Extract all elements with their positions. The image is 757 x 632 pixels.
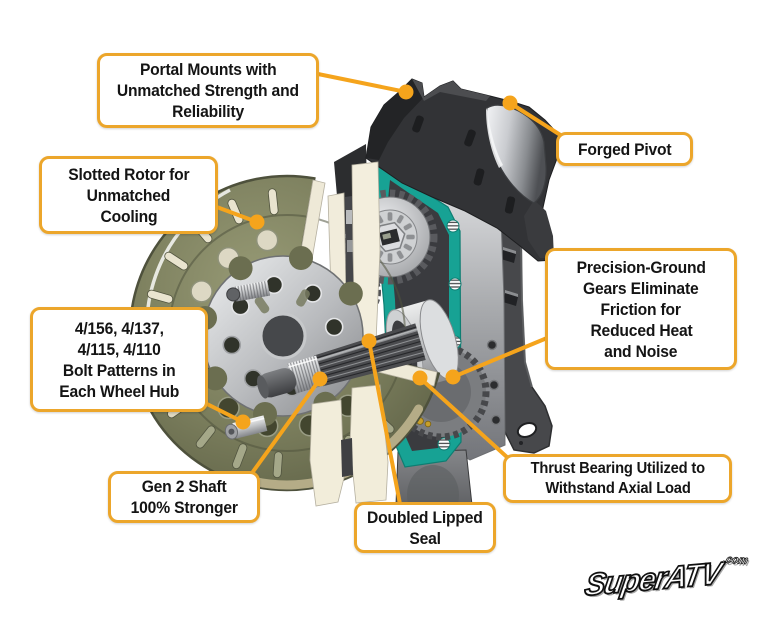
callout-forged-pivot: Forged Pivot (556, 132, 693, 166)
callout-line: Precision-Ground (576, 257, 706, 277)
callout-line: Portal Mounts with (139, 60, 277, 79)
callout-line: and Noise (604, 341, 678, 361)
callout-line: 4/115, 4/110 (77, 339, 161, 359)
superatv-logo-tld: .com (720, 553, 750, 568)
callout-line: Unmatched Strength and (117, 81, 299, 100)
callout-line: Seal (409, 528, 441, 548)
bracket-slots (412, 115, 516, 214)
callout-line: Cooling (100, 206, 157, 226)
forged-pivot-part (486, 104, 554, 258)
callout-line: Bolt Patterns in (62, 360, 176, 380)
callout-line: Reduced Heat (589, 320, 693, 340)
backing-plate (499, 188, 553, 454)
cutaway-hat-section (309, 384, 389, 507)
callout-line: Friction for (600, 299, 682, 319)
leader-lines (201, 72, 564, 506)
callout-line: Gen 2 Shaft (141, 477, 227, 496)
callout-line: Doubled Lipped (367, 507, 483, 527)
callout-gen2-shaft: Gen 2 Shaft 100% Stronger (108, 471, 260, 523)
callout-line: Slotted Rotor for (67, 164, 190, 184)
callout-dots (235, 84, 518, 430)
plate-tab-slots (501, 247, 518, 306)
callout-slotted-rotor: Slotted Rotor for Unmatched Cooling (39, 156, 218, 234)
plate-mounting-hole (516, 422, 538, 438)
callout-line: 4/156, 4/137, (74, 318, 164, 338)
callout-line: Thrust Bearing Utilized to (530, 459, 705, 477)
housing-screws (486, 339, 502, 426)
callout-line: Reliability (172, 102, 244, 121)
callout-doubled-lipped-seal: Doubled Lipped Seal (354, 502, 496, 553)
callout-line: Each Wheel Hub (59, 381, 179, 401)
callout-line: Withstand Axial Load (544, 479, 691, 497)
callout-line: Gears Eliminate (583, 278, 699, 298)
callout-thrust-bearing: Thrust Bearing Utilized to Withstand Axi… (503, 454, 732, 503)
callout-bolt-patterns: 4/156, 4/137, 4/115, 4/110 Bolt Patterns… (30, 307, 208, 412)
callout-portal-mounts: Portal Mounts with Unmatched Strength an… (97, 53, 319, 128)
callout-line: 100% Stronger (130, 498, 238, 517)
callout-line: Unmatched (86, 185, 171, 205)
callout-precision-gears: Precision-Ground Gears Eliminate Frictio… (545, 248, 737, 370)
callout-line: Forged Pivot (577, 139, 672, 159)
